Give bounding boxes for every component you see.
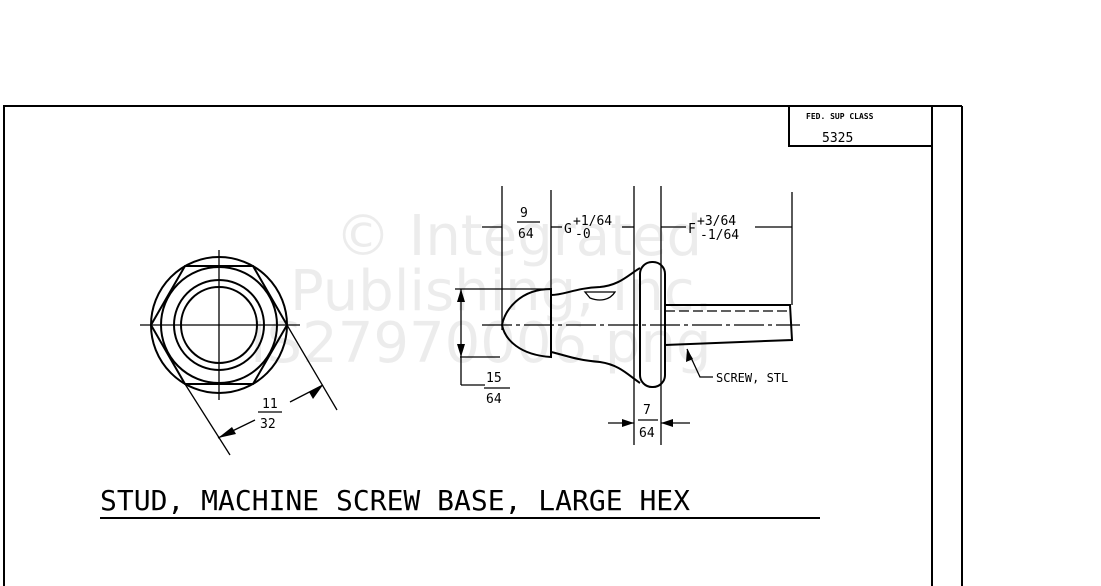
- drawing-title: STUD, MACHINE SCREW BASE, LARGE HEX: [100, 484, 690, 517]
- side-view: 9 64 G +1/64 -0 F +3/64 -1/64 15 64 7 64…: [455, 186, 800, 445]
- hex-end-view: 11 32: [140, 250, 338, 456]
- dim-15-64-den: 64: [486, 392, 502, 407]
- dim-7-64-den: 64: [639, 426, 655, 441]
- dim-g: G: [564, 222, 572, 237]
- hex-dimension-denominator: 32: [260, 417, 276, 432]
- hex-dimension-numerator: 11: [262, 397, 278, 412]
- dim-9-64-num: 9: [520, 206, 528, 221]
- dim-f: F: [688, 222, 696, 237]
- dim-f-plus: +3/64: [697, 214, 736, 229]
- watermark: © Integrated Publishing, Inc. IS27970006…: [250, 204, 712, 376]
- dim-g-minus: -0: [575, 227, 591, 242]
- dim-g-plus: +1/64: [573, 214, 612, 229]
- dim-9-64-den: 64: [518, 227, 534, 242]
- fed-sup-class-value: 5325: [822, 131, 853, 146]
- screw-callout: SCREW, STL: [716, 371, 788, 385]
- watermark-line-3: IS27970006.png: [250, 311, 711, 376]
- fed-sup-class-label: FED. SUP CLASS: [806, 112, 874, 121]
- title-block: FED. SUP CLASS 5325: [788, 105, 933, 147]
- watermark-line-1: © Integrated: [335, 204, 702, 269]
- watermark-line-2: Publishing, Inc.: [290, 259, 712, 324]
- dim-7-64-num: 7: [643, 403, 651, 418]
- dim-f-minus: -1/64: [700, 228, 739, 243]
- dim-15-64-num: 15: [486, 371, 502, 386]
